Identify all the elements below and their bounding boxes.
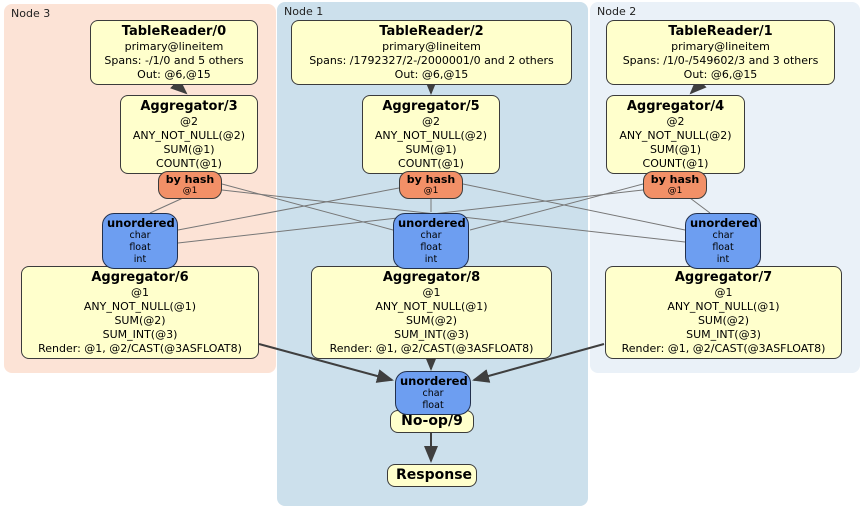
box-line: SUM(@1) [163, 143, 215, 156]
sync-title: unordered [690, 216, 758, 230]
box-line: primary@lineitem [382, 40, 481, 53]
box-line: COUNT(@1) [398, 157, 464, 170]
aggregator-box: Aggregator/4 @2 ANY_NOT_NULL(@2) SUM(@1)… [606, 95, 745, 174]
box-line: ANY_NOT_NULL(@2) [619, 129, 732, 142]
box-line: SUM(@2) [405, 314, 458, 327]
router-detail: @1 [667, 186, 683, 196]
sync-line: char [422, 388, 444, 399]
unordered-sync: unordered char float int [685, 213, 761, 269]
response-box: Response [387, 464, 477, 487]
router-detail: @1 [423, 186, 439, 196]
table-reader-box: TableReader/0 primary@lineitem Spans: -/… [90, 20, 258, 85]
box-title: Aggregator/7 [674, 270, 773, 285]
sync-line: float [420, 242, 442, 253]
table-reader-box: TableReader/1 primary@lineitem Spans: /1… [606, 20, 835, 85]
box-line: Render: @1, @2/CAST(@3ASFLOAT8) [38, 342, 242, 355]
aggregator-box: Aggregator/6 @1 ANY_NOT_NULL(@1) SUM(@2)… [21, 266, 259, 359]
box-title: Aggregator/3 [140, 99, 238, 114]
box-line: SUM(@2) [697, 314, 750, 327]
unordered-sync: unordered char float int [102, 213, 178, 269]
box-line: Render: @1, @2/CAST(@3ASFLOAT8) [329, 342, 534, 355]
box-title: TableReader/1 [668, 24, 773, 39]
box-line: SUM_INT(@3) [686, 328, 761, 341]
sync-line: int [133, 254, 147, 265]
box-line: Spans: /1/0-/549602/3 and 3 others [622, 54, 819, 67]
noop-box: No-op/9 [390, 410, 474, 433]
box-line: Render: @1, @2/CAST(@3ASFLOAT8) [621, 342, 826, 355]
sync-title: unordered [398, 216, 466, 230]
box-title: Aggregator/8 [382, 270, 481, 285]
node-label: Node 3 [11, 7, 51, 20]
box-title: Aggregator/4 [626, 99, 725, 114]
box-line: @1 [714, 286, 733, 299]
box-title: Aggregator/6 [91, 270, 189, 285]
box-line: primary@lineitem [671, 40, 770, 53]
box-line: SUM_INT(@3) [102, 328, 178, 341]
sync-line: int [424, 254, 438, 265]
box-line: Spans: -/1/0 and 5 others [104, 54, 244, 67]
sync-line: char [129, 230, 151, 241]
aggregator-box: Aggregator/7 @1 ANY_NOT_NULL(@1) SUM(@2)… [605, 266, 842, 359]
router-title: by hash [406, 173, 456, 186]
box-line: COUNT(@1) [642, 157, 709, 170]
box-title: TableReader/2 [379, 24, 484, 39]
box-line: @2 [666, 115, 685, 128]
sync-line: float [422, 400, 444, 411]
table-reader-box: TableReader/2 primary@lineitem Spans: /1… [291, 20, 572, 85]
sync-line: char [712, 230, 734, 241]
box-line: SUM(@2) [114, 314, 166, 327]
node-label: Node 2 [597, 5, 637, 18]
box-title: TableReader/0 [121, 24, 227, 39]
box-line: ANY_NOT_NULL(@1) [375, 300, 488, 313]
aggregator-box: Aggregator/8 @1 ANY_NOT_NULL(@1) SUM(@2)… [311, 266, 552, 359]
box-line: Spans: /1792327/2-/2000001/0 and 2 other… [309, 54, 554, 67]
box-line: Out: @6,@15 [683, 68, 758, 81]
aggregator-box: Aggregator/3 @2 ANY_NOT_NULL(@2) SUM(@1)… [120, 95, 258, 174]
box-line: Out: @6,@15 [394, 68, 469, 81]
box-line: SUM(@1) [405, 143, 457, 156]
router-title: by hash [650, 173, 700, 186]
node-label: Node 1 [284, 5, 324, 18]
box-line: @1 [422, 286, 441, 299]
sync-line: char [420, 230, 442, 241]
box-line: @2 [422, 115, 440, 128]
router-detail: @1 [182, 186, 198, 196]
unordered-sync: unordered char float int [393, 213, 469, 269]
sync-title: unordered [107, 216, 175, 230]
box-line: ANY_NOT_NULL(@2) [132, 129, 246, 142]
hash-router: by hash @1 [643, 171, 707, 199]
hash-router: by hash @1 [399, 171, 463, 199]
box-line: COUNT(@1) [156, 157, 222, 170]
box-line: SUM(@1) [649, 143, 702, 156]
final-unordered-sync: unordered char float [395, 371, 471, 415]
sync-line: int [716, 254, 730, 265]
box-title: Aggregator/5 [382, 99, 480, 114]
aggregator-box: Aggregator/5 @2 ANY_NOT_NULL(@2) SUM(@1)… [362, 95, 500, 174]
box-line: Out: @6,@15 [137, 68, 211, 81]
box-line: primary@lineitem [124, 40, 224, 53]
router-title: by hash [165, 173, 215, 186]
box-line: SUM_INT(@3) [394, 328, 469, 341]
box-line: @1 [131, 286, 149, 299]
sync-line: float [712, 242, 734, 253]
box-line: ANY_NOT_NULL(@1) [667, 300, 780, 313]
hash-router: by hash @1 [158, 171, 222, 199]
box-line: ANY_NOT_NULL(@1) [83, 300, 197, 313]
box-line: ANY_NOT_NULL(@2) [374, 129, 488, 142]
box-line: @2 [180, 115, 198, 128]
sync-line: float [129, 242, 151, 253]
sync-title: unordered [400, 374, 468, 388]
